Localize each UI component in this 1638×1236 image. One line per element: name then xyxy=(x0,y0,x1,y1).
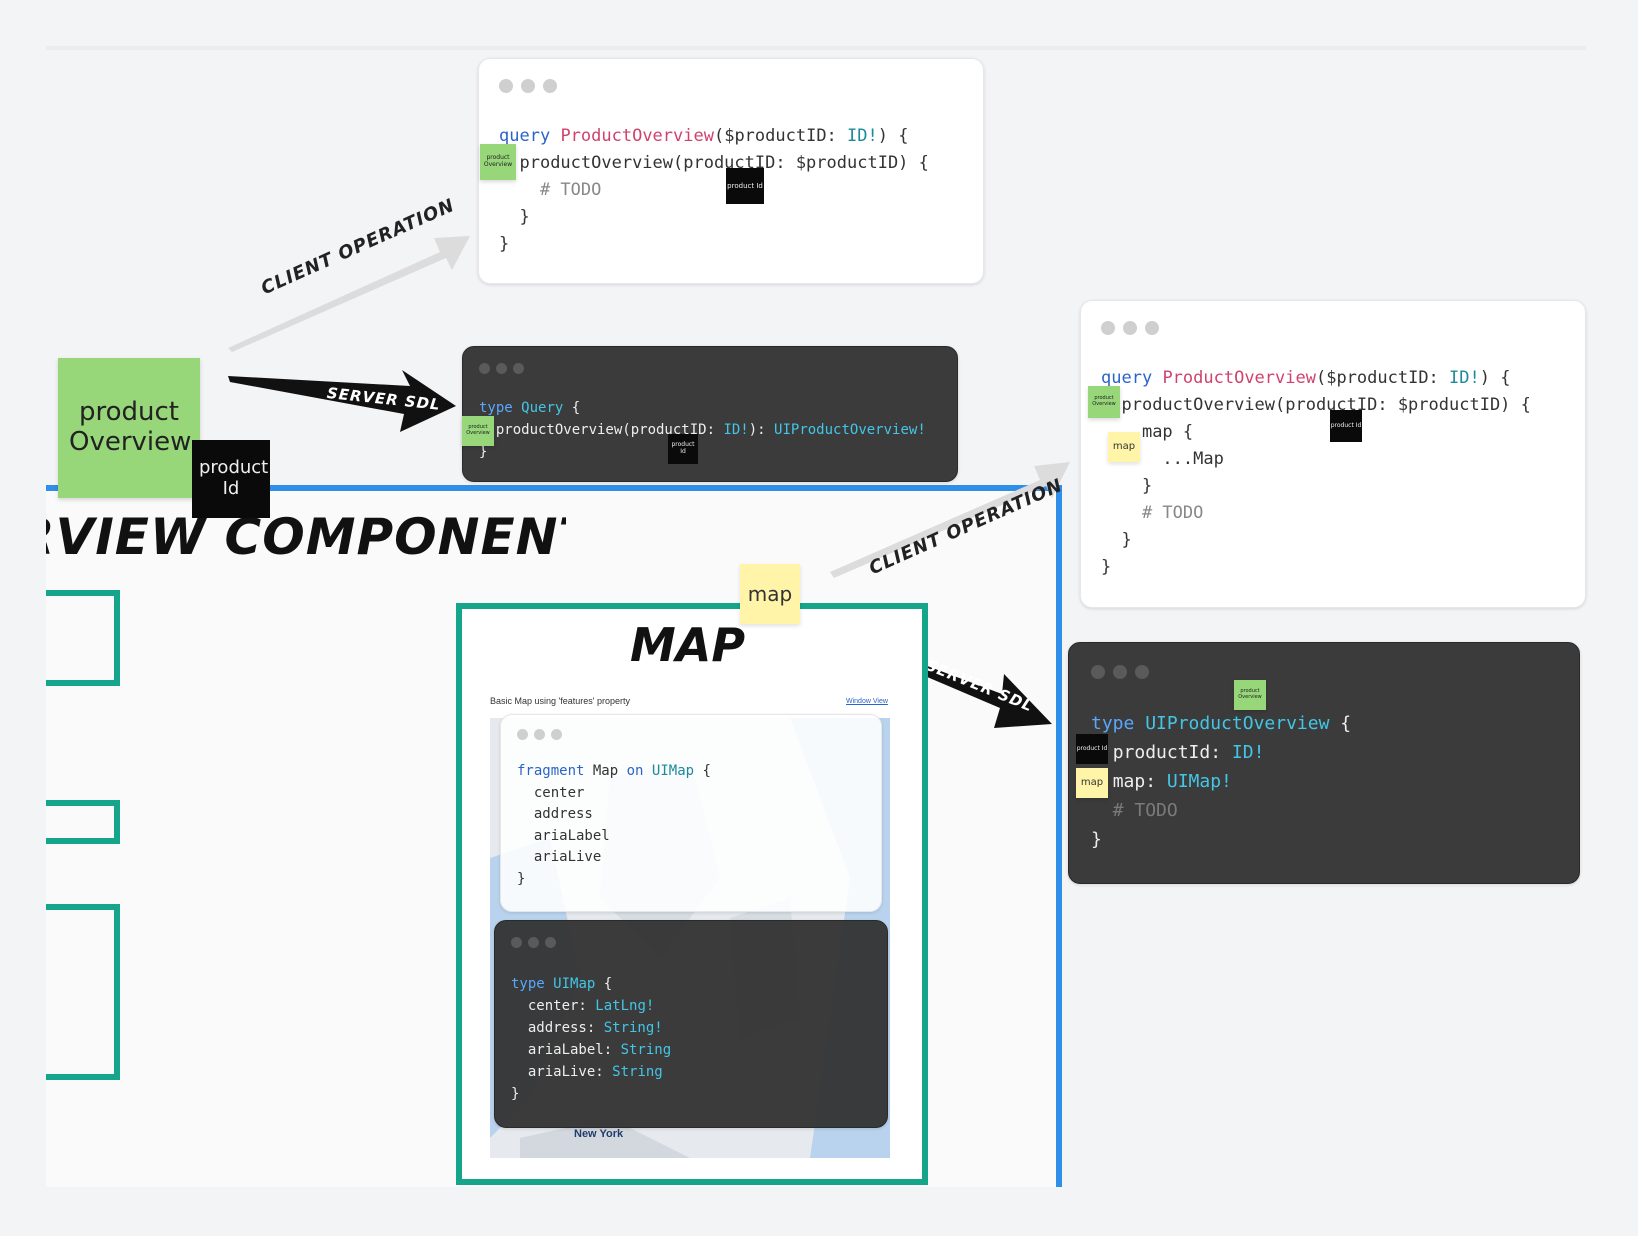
window-dots xyxy=(511,937,556,948)
sticky-product-overview-text: product Overview xyxy=(69,397,192,457)
fragment-code: fragment Map on UIMap { center address a… xyxy=(517,763,711,887)
sticky-map-text: map xyxy=(747,581,793,606)
server-code-2: type UIProductOverview { productId: ID! … xyxy=(1091,713,1352,850)
window-dots xyxy=(479,363,524,374)
mini-sticky-product-id-1: product Id xyxy=(726,168,764,204)
map-city-label: New York xyxy=(574,1128,624,1140)
component-box-3 xyxy=(46,904,120,1080)
server-code-1: type Query { productOverview(productID: … xyxy=(479,400,926,460)
sticky-product-overview[interactable]: product Overview xyxy=(58,358,200,498)
client-operation-arrow-1 xyxy=(228,236,470,352)
mini-sticky-product-id-4: product Id xyxy=(1076,734,1108,764)
board-title: RVIEW COMPONENT xyxy=(46,508,566,566)
server-sdl-card-1: type Query { productOverview(productID: … xyxy=(462,346,958,482)
sticky-product-id[interactable]: product Id xyxy=(192,440,270,518)
map-component-title: MAP xyxy=(630,618,746,672)
map-embed-caption: Basic Map using 'features' property xyxy=(490,696,631,706)
board-right-border xyxy=(1056,485,1062,1187)
mini-sticky-product-overview-4: product Overview xyxy=(1234,680,1266,710)
uimap-type-card: type UIMap { center: LatLng! address: St… xyxy=(494,920,888,1128)
window-dots xyxy=(517,729,562,740)
sticky-product-id-text: product Id xyxy=(199,457,269,499)
server-sdl-card-2: type UIProductOverview { productId: ID! … xyxy=(1068,642,1580,884)
window-dots xyxy=(499,79,557,93)
window-dots xyxy=(1091,665,1149,679)
fragment-map-card: fragment Map on UIMap { center address a… xyxy=(500,714,882,912)
top-strip xyxy=(46,46,1586,50)
mini-sticky-product-overview-3: product Overview xyxy=(1088,386,1120,418)
component-box-1 xyxy=(46,590,120,686)
sticky-map[interactable]: map xyxy=(740,564,800,624)
mini-sticky-map-1: map xyxy=(1108,432,1140,462)
query-code-1: query ProductOverview($productID: ID!) {… xyxy=(499,126,929,254)
server-sdl-arrow-1 xyxy=(228,370,456,432)
mini-sticky-product-overview-1: product Overview xyxy=(480,144,516,180)
mini-sticky-map-2: map xyxy=(1076,768,1108,798)
mini-sticky-product-id-3: product Id xyxy=(1330,410,1362,442)
board-top-border xyxy=(46,485,1060,491)
mini-sticky-product-overview-2: product Overview xyxy=(462,416,494,446)
window-dots xyxy=(1101,321,1159,335)
query-code-2: query ProductOverview($productID: ID!) {… xyxy=(1101,368,1531,577)
client-operation-arrow-2 xyxy=(830,462,1070,578)
component-box-2 xyxy=(46,800,120,844)
uimap-code: type UIMap { center: LatLng! address: St… xyxy=(511,976,672,1102)
client-query-card-2: query ProductOverview($productID: ID!) {… xyxy=(1080,300,1586,608)
map-embed-link[interactable]: Window View xyxy=(846,698,888,705)
mini-sticky-product-id-2: product Id xyxy=(668,434,698,464)
